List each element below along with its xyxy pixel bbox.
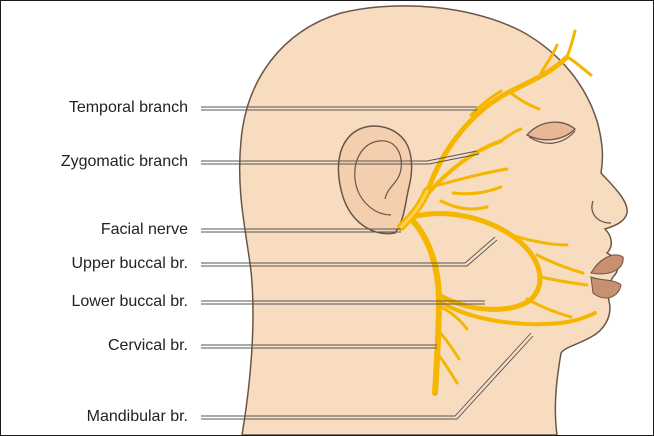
- label-upper-buccal: Upper buccal br.: [1, 255, 188, 273]
- lower-lip: [591, 277, 621, 298]
- label-lower-buccal: Lower buccal br.: [1, 293, 188, 311]
- label-cervical: Cervical br.: [1, 337, 188, 355]
- label-temporal-branch: Temporal branch: [1, 99, 188, 117]
- label-mandibular: Mandibular br.: [1, 408, 188, 426]
- label-zygomatic-branch: Zygomatic branch: [1, 153, 188, 171]
- label-facial-nerve: Facial nerve: [1, 221, 188, 239]
